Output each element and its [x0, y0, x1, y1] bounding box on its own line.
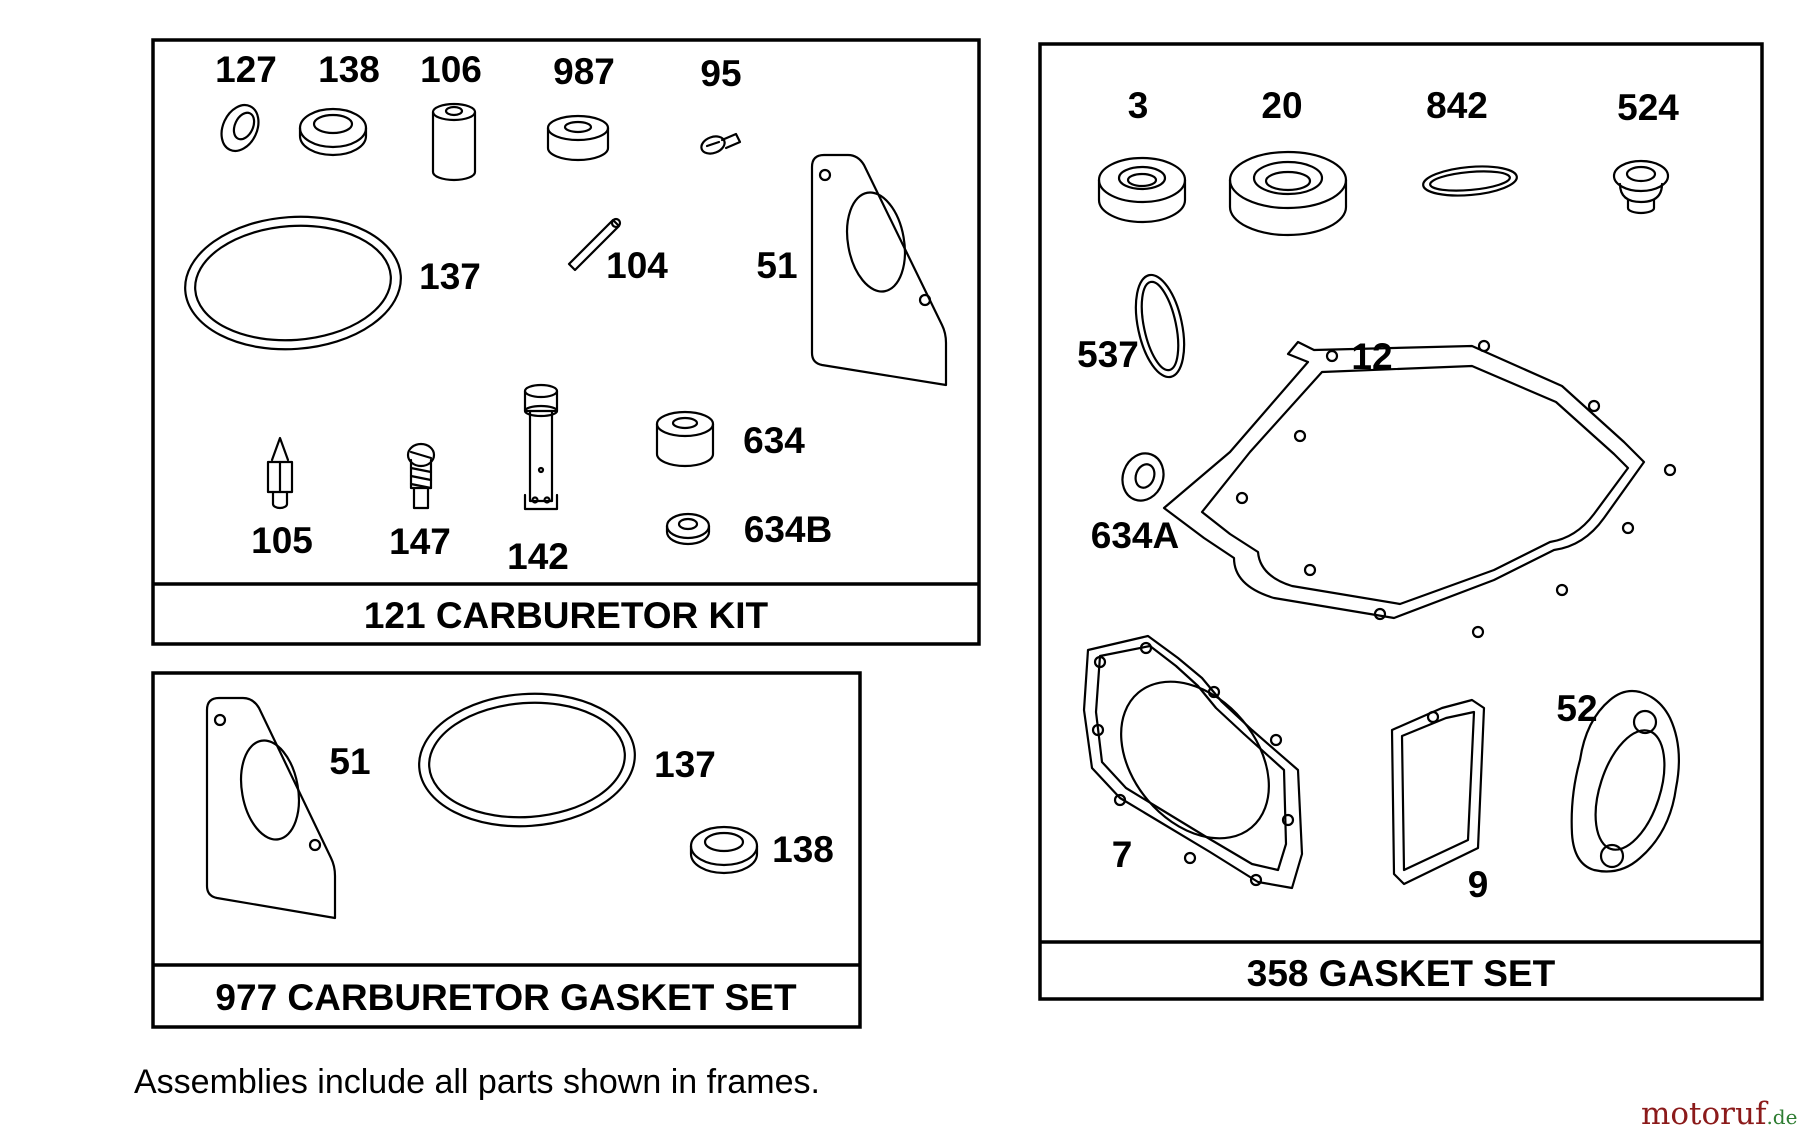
- label-20: 20: [1261, 85, 1302, 126]
- part-12: [1162, 339, 1677, 639]
- frame-gasket-set: 358 GASKET SET: [1038, 42, 1764, 1001]
- label-52: 52: [1556, 688, 1597, 729]
- part-3: [1097, 156, 1187, 224]
- label-842: 842: [1426, 85, 1488, 126]
- part-634a: [1121, 452, 1165, 502]
- label-7: 7: [1112, 834, 1133, 875]
- label-537: 537: [1077, 334, 1139, 375]
- label-147: 147: [389, 521, 451, 562]
- part-106: [431, 102, 477, 182]
- label-138: 138: [318, 49, 380, 90]
- label-634b: 634B: [744, 509, 832, 550]
- part-147: [406, 442, 436, 510]
- part-138: [298, 107, 368, 157]
- label-137: 137: [654, 744, 716, 785]
- frame-border: [151, 38, 981, 646]
- watermark-brand: motoruf: [1641, 1096, 1769, 1132]
- part-142: [523, 383, 559, 511]
- label-106: 106: [420, 49, 482, 90]
- label-105: 105: [251, 520, 313, 561]
- label-51: 51: [756, 245, 797, 286]
- label-137: 137: [419, 256, 481, 297]
- label-987: 987: [553, 51, 615, 92]
- part-537: [1134, 273, 1186, 379]
- part-138: [689, 825, 759, 875]
- part-634b: [665, 512, 711, 546]
- label-142: 142: [507, 536, 569, 577]
- label-3: 3: [1128, 85, 1149, 126]
- label-51: 51: [329, 741, 370, 782]
- part-20: [1228, 150, 1348, 237]
- label-524: 524: [1617, 87, 1679, 128]
- label-12: 12: [1351, 336, 1392, 377]
- part-51: [205, 696, 337, 920]
- label-9: 9: [1468, 864, 1489, 905]
- label-634: 634: [743, 420, 805, 461]
- frame-title: 977 CARBURETOR GASKET SET: [215, 977, 797, 1018]
- assemblies-note: Assemblies include all parts shown in fr…: [134, 1063, 820, 1101]
- frame-border: [151, 671, 862, 1029]
- label-104: 104: [606, 245, 668, 286]
- part-524: [1612, 159, 1670, 215]
- watermark-tld: .de: [1766, 1105, 1797, 1129]
- frame-title: 121 CARBURETOR KIT: [364, 595, 769, 636]
- part-127: [220, 103, 260, 153]
- part-95: [700, 132, 742, 155]
- part-137: [418, 692, 636, 828]
- label-95: 95: [700, 53, 741, 94]
- frame-title: 358 GASKET SET: [1247, 953, 1556, 994]
- part-987: [546, 114, 610, 162]
- part-52: [1570, 689, 1680, 873]
- watermark-logo: motoruf.de: [1641, 1096, 1797, 1132]
- frame-border: [1038, 42, 1764, 1001]
- label-138: 138: [772, 829, 834, 870]
- part-51: [810, 153, 948, 387]
- label-127: 127: [215, 49, 277, 90]
- frame-carburetor-kit: 121 CARBURETOR KIT: [151, 38, 981, 646]
- part-137: [184, 215, 402, 351]
- part-842: [1422, 165, 1518, 197]
- label-634a: 634A: [1091, 515, 1179, 556]
- part-7: [1082, 634, 1304, 890]
- part-9: [1390, 698, 1486, 886]
- part-105: [266, 436, 294, 510]
- part-634: [655, 410, 715, 468]
- part-104: [567, 217, 622, 272]
- frame-carburetor-gasket-set: 977 CARBURETOR GASKET SET 51 137 138: [151, 671, 862, 1029]
